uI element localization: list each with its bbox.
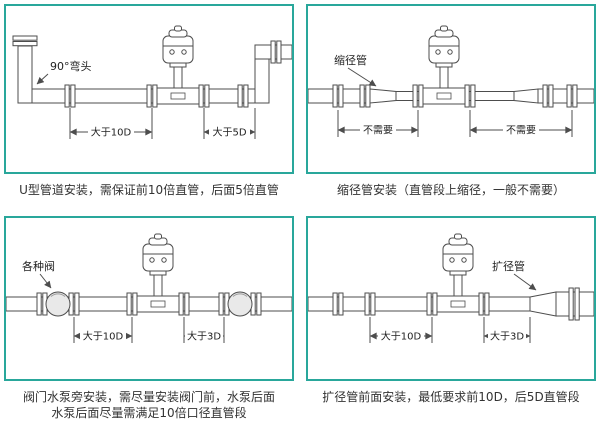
dimension-right-label: 大于3D bbox=[187, 330, 221, 343]
riser-flange bbox=[12, 35, 38, 41]
dimension-right: 大于3D bbox=[183, 317, 225, 343]
caption-valve-pump-line1: 阀门水泵旁安装，需尽量安装阀门前，水泵后面 bbox=[22, 390, 275, 404]
large-flange bbox=[574, 287, 580, 321]
expander-label: 扩径管 bbox=[492, 259, 525, 273]
expander-section bbox=[513, 88, 539, 104]
dimension-left-label: 不需要 bbox=[363, 125, 393, 137]
caption-expander: 扩径管前面安装，最低要求前10D，后5D直管段 bbox=[322, 390, 580, 404]
valve-label: 各种阀 bbox=[22, 259, 55, 273]
dimension-right: 大于5D bbox=[203, 108, 256, 139]
cell-valve-pump: 各种阀 大于10D 大于3D 阀门水泵旁安装，需 bbox=[4, 216, 294, 425]
reducer-section bbox=[369, 88, 397, 104]
left-riser-pipe bbox=[17, 45, 33, 104]
riser-flange bbox=[12, 41, 38, 47]
expander-pointer-arrow bbox=[513, 273, 537, 291]
right-riser-pipe bbox=[254, 51, 270, 104]
dimension-left-label: 大于10D bbox=[381, 330, 422, 343]
u-type-pipe-diagram: 90°弯头 大于10D 大于5D bbox=[12, 6, 292, 139]
cell-reducer: 缩径管 不需要 不需要 缩径管安装（直管段上缩径，一般不需要） bbox=[306, 4, 596, 216]
panel-valve-pump: 各种阀 大于10D 大于3D bbox=[4, 216, 294, 381]
dimension-left: 大于10D bbox=[73, 317, 133, 343]
cell-u-type: 90°弯头 大于10D 大于5D U型管道安装，需保证前10倍 bbox=[4, 4, 294, 216]
elbow-label: 90°弯头 bbox=[50, 59, 92, 73]
panel-u-type: 90°弯头 大于10D 大于5D bbox=[4, 4, 294, 174]
caption-valve-pump: 阀门水泵旁安装，需尽量安装阀门前，水泵后面 水泵后面尽量需满足10倍口径直管段 bbox=[4, 389, 294, 421]
reducer-pointer-arrow bbox=[347, 67, 377, 87]
dimension-left: 大于10D bbox=[369, 317, 433, 343]
dimension-right: 大于3D bbox=[483, 317, 531, 343]
reducer-pipe-diagram: 缩径管 不需要 不需要 bbox=[308, 6, 594, 137]
dimension-left: 大于10D bbox=[69, 108, 153, 139]
large-flange bbox=[568, 287, 574, 321]
dimension-right: 不需要 bbox=[469, 110, 573, 137]
expander-pipe-diagram: 扩径管 大于10D 大于3D bbox=[308, 218, 594, 343]
dimension-left: 不需要 bbox=[337, 110, 419, 137]
caption-valve-pump-line2: 水泵后面尽量需满足10倍口径直管段 bbox=[51, 406, 247, 420]
flowmeter-icon bbox=[147, 26, 209, 107]
valve-pointer-arrow bbox=[39, 273, 52, 289]
flowmeter-icon bbox=[413, 26, 475, 107]
caption-u-type: U型管道安装，需保证前10倍直管，后面5倍直管 bbox=[19, 183, 279, 197]
panel-reducer: 缩径管 不需要 不需要 bbox=[306, 4, 596, 174]
main-pipe bbox=[17, 88, 270, 104]
dimension-right-label: 大于3D bbox=[490, 330, 524, 343]
panel-expander: 扩径管 大于10D 大于3D bbox=[306, 216, 596, 381]
caption-reducer: 缩径管安装（直管段上缩径，一般不需要） bbox=[336, 183, 565, 197]
dimension-right-label: 大于5D bbox=[212, 126, 246, 139]
valve-icon bbox=[37, 292, 79, 316]
flowmeter-icon bbox=[427, 234, 489, 315]
elbow-pointer-arrow bbox=[36, 73, 49, 85]
flowmeter-icon bbox=[127, 234, 189, 315]
dimension-left-label: 大于10D bbox=[91, 126, 132, 139]
valve-icon bbox=[219, 292, 261, 316]
dimension-right-label: 不需要 bbox=[506, 125, 536, 137]
valve-pipe-diagram: 各种阀 大于10D 大于3D bbox=[6, 218, 292, 343]
reducer-label: 缩径管 bbox=[334, 53, 367, 67]
expander-section bbox=[529, 291, 557, 317]
dimension-left-label: 大于10D bbox=[83, 330, 124, 343]
cell-expander: 扩径管 大于10D 大于3D 扩径管前面安装，最低要求前10D bbox=[306, 216, 596, 425]
